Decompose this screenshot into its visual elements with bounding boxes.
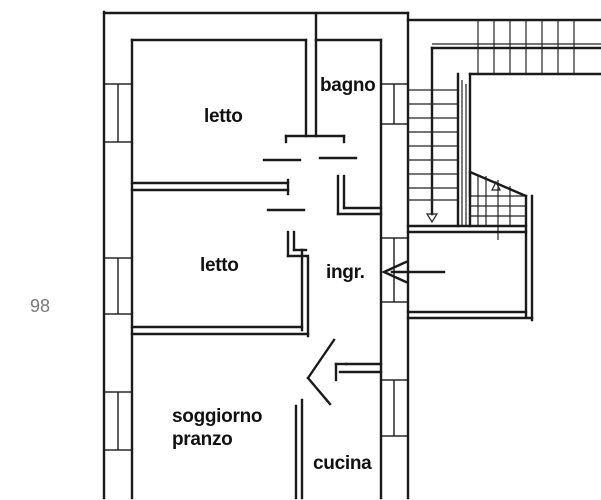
- windows-right: [380, 83, 409, 437]
- room-label-letto-2: letto: [200, 255, 239, 276]
- entrance-arrow-icon: [381, 260, 446, 284]
- interior-walls: [130, 38, 383, 500]
- windows-left: [103, 83, 133, 451]
- room-label-ingresso: ingr.: [326, 262, 365, 283]
- room-label-letto-1: letto: [204, 106, 243, 127]
- room-label-soggiorno: soggiorno: [172, 406, 262, 427]
- margin-mark: 98: [30, 296, 50, 316]
- room-label-cucina: cucina: [313, 453, 372, 474]
- room-label-pranzo: pranzo: [172, 429, 232, 450]
- room-label-bagno: bagno: [320, 75, 376, 96]
- staircase: [406, 18, 601, 322]
